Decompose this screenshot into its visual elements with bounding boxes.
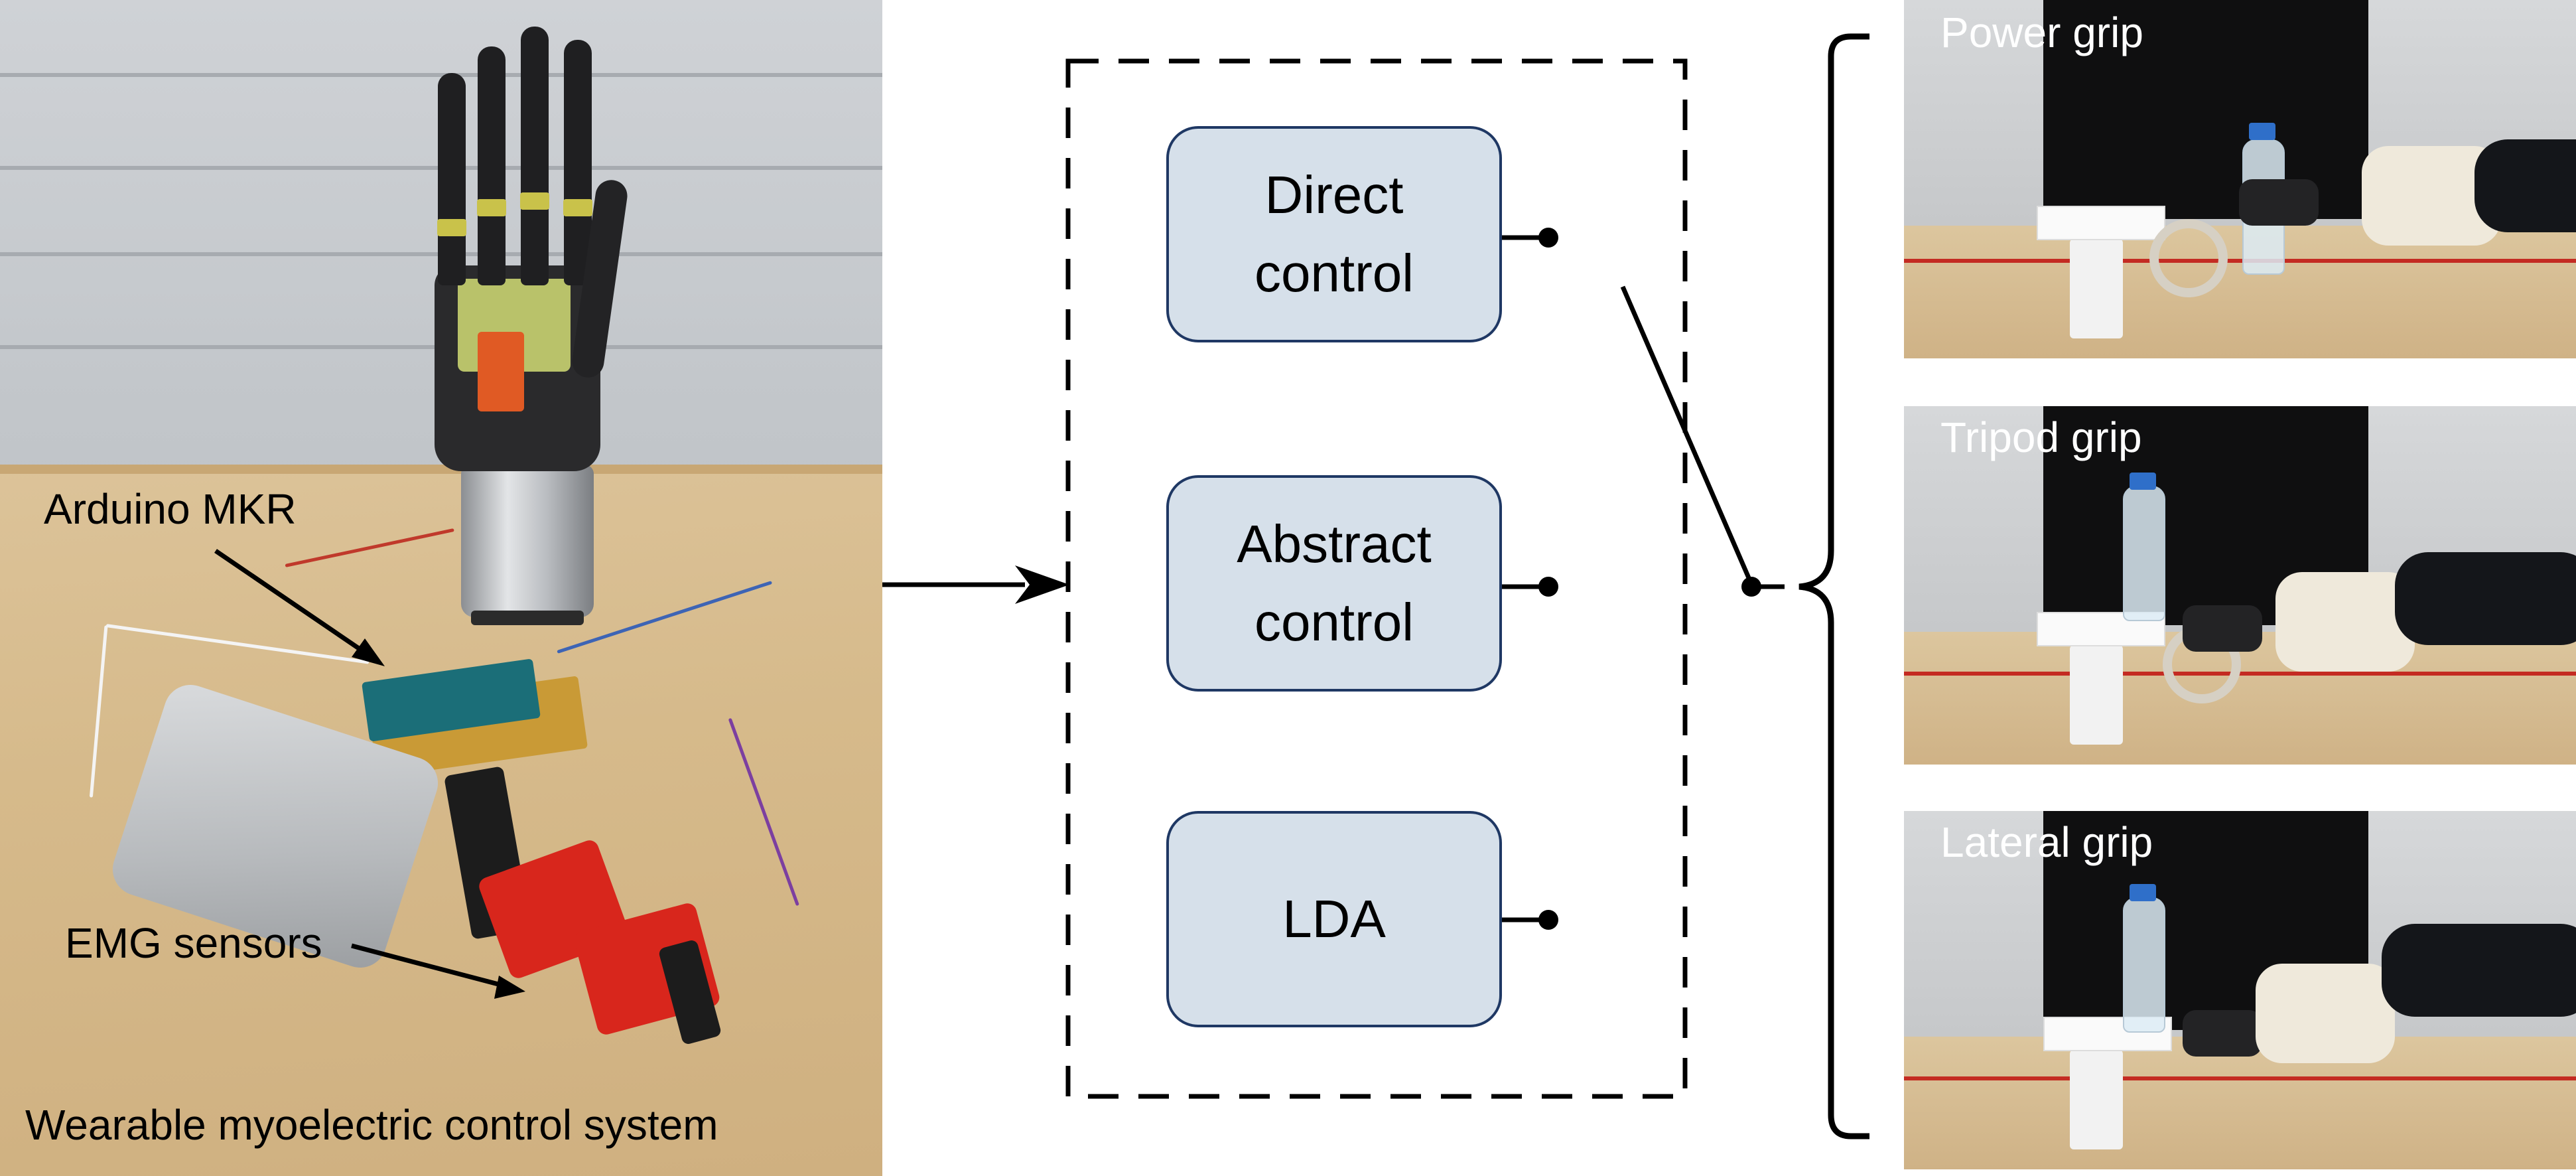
power-grip-label: Power grip [1940,9,2143,56]
lateral-grip-photo [1904,811,2576,1169]
hand-mount [461,465,594,617]
power-grip-photo [1904,0,2576,358]
lda-terminal [1538,910,1558,930]
lda-label: LDA [1282,889,1386,948]
controller-container [1065,58,1688,1099]
emg-pointer-arrow [351,943,511,990]
direct-control-box: Direct control [1166,126,1502,342]
grip-brace [1798,33,1869,1139]
wearable-system-photo [0,0,882,1176]
direct-control-line1: Direct [1264,165,1404,224]
tripod-grip-label: Tripod grip [1940,413,2142,461]
lda-box: LDA [1166,811,1502,1027]
left-panel-caption: Wearable myoelectric control system [25,1101,718,1149]
abstract-control-box: Abstract control [1166,475,1502,692]
direct-control-terminal [1538,228,1558,248]
arduino-label: Arduino MKR [44,485,297,533]
abstract-control-line1: Abstract [1237,514,1432,573]
abstract-control-line2: control [1254,593,1414,652]
lateral-grip-label: Lateral grip [1940,818,2153,866]
direct-control-line2: control [1254,244,1414,303]
abstract-control-terminal [1538,577,1558,597]
tripod-grip-photo [1904,406,2576,765]
arduino-pointer-arrow [214,549,373,659]
emg-sensors-label: EMG sensors [65,919,322,967]
selector-switch [1620,285,1754,585]
